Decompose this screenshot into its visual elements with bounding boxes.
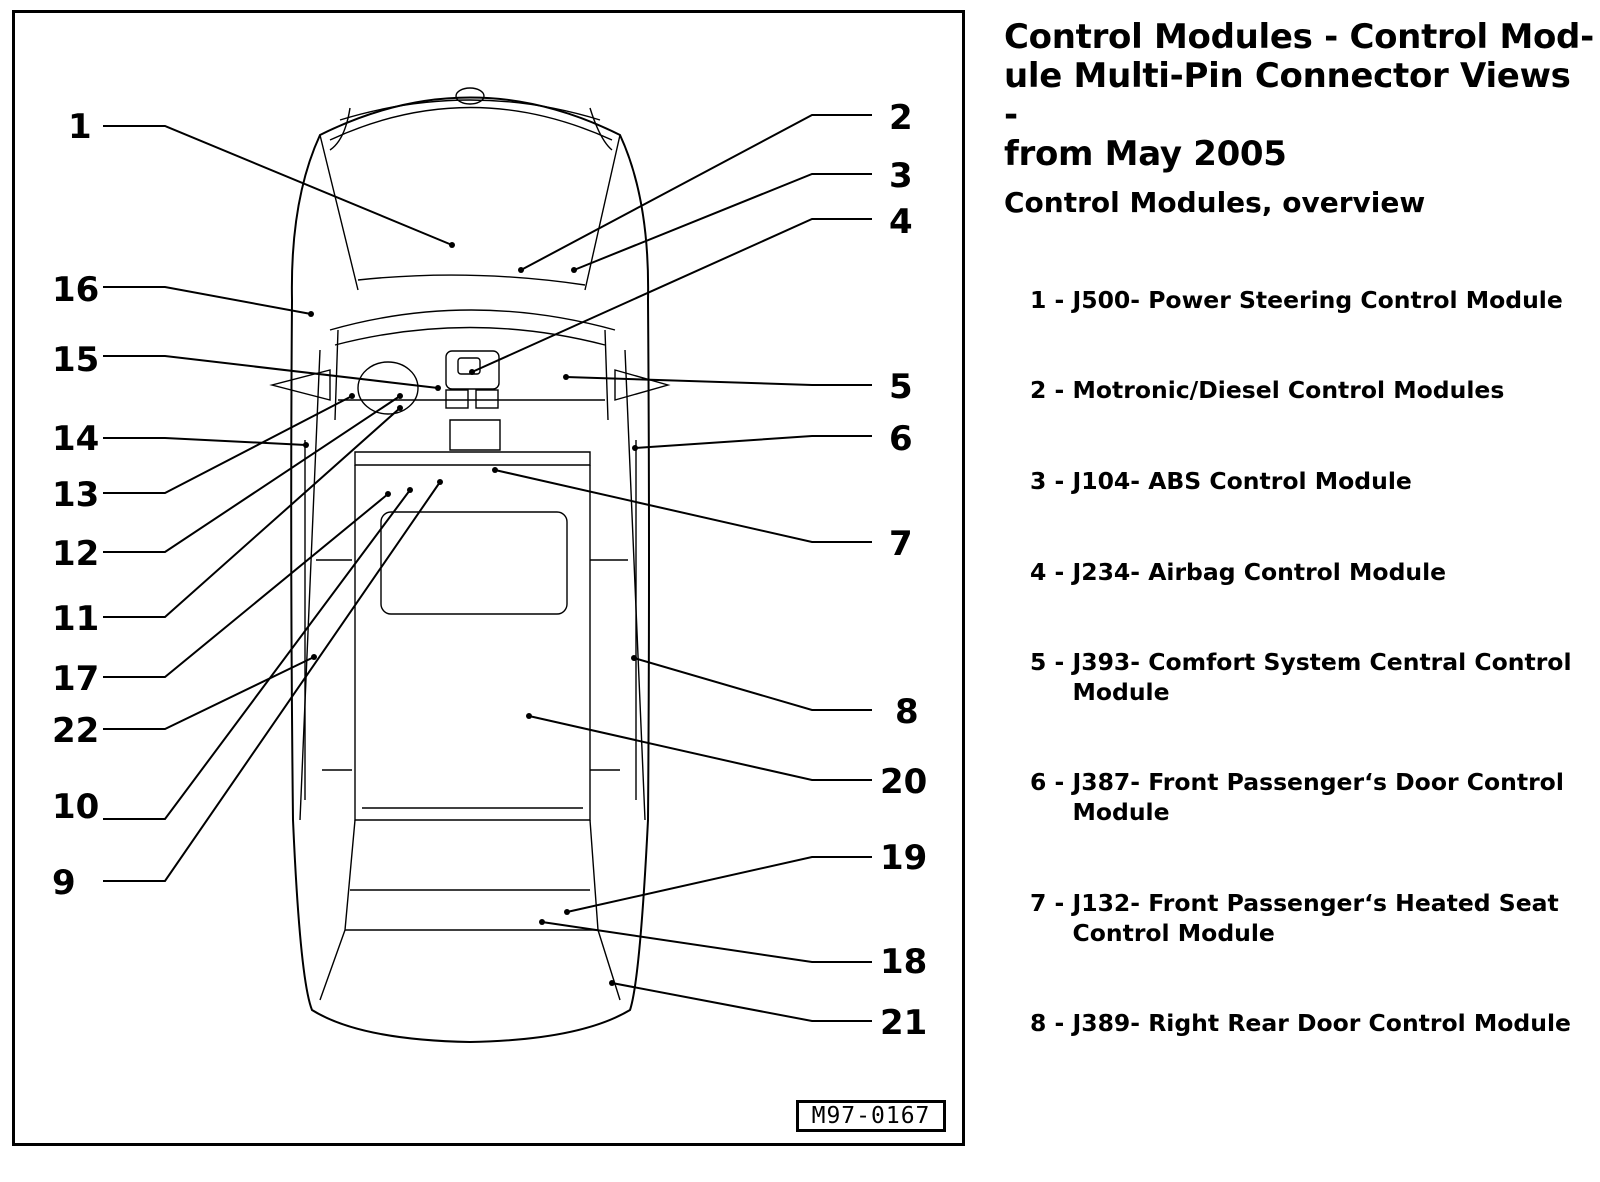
legend-number: 8 - xyxy=(1030,1009,1073,1037)
figure-code: M97-0167 xyxy=(796,1100,946,1132)
legend-item-7: 7 - J132- Front Passenger‘s Heated Seat … xyxy=(1030,888,1590,948)
title-line-2: ule Multi-Pin Connector Views - xyxy=(1004,56,1571,135)
callout-17: 17 xyxy=(52,659,99,699)
callout-10: 10 xyxy=(52,787,99,827)
callout-2: 2 xyxy=(889,98,913,138)
page-title: Control Modules - Control Mod- ule Multi… xyxy=(1004,18,1594,174)
callout-numbers: 1 2 3 4 5 6 7 8 9 10 11 12 13 14 15 16 1… xyxy=(52,98,927,1043)
car-diagram: 1 2 3 4 5 6 7 8 9 10 11 12 13 14 15 16 1… xyxy=(52,87,927,1044)
legend-text: J389- Right Rear Door Control Module xyxy=(1072,1009,1571,1037)
title-line-1: Control Modules - Control Mod- xyxy=(1004,17,1594,57)
callout-3: 3 xyxy=(889,156,913,196)
legend-number: 2 - xyxy=(1030,376,1073,404)
legend-item-4: 4 - J234- Airbag Control Module xyxy=(1030,557,1590,587)
callout-15: 15 xyxy=(52,340,99,380)
sunroof xyxy=(380,511,568,615)
legend-item-5: 5 - J393- Comfort System Central Control… xyxy=(1030,647,1590,707)
callout-20: 20 xyxy=(880,762,927,802)
leader-lines xyxy=(103,114,872,1022)
callout-14: 14 xyxy=(52,419,99,459)
pointer-dots xyxy=(303,242,638,986)
callout-4: 4 xyxy=(889,202,913,242)
callout-16: 16 xyxy=(52,270,99,310)
callout-5: 5 xyxy=(889,367,913,407)
callout-1: 1 xyxy=(68,107,92,147)
legend-text: Motronic/Diesel Control Modules xyxy=(1072,376,1505,404)
legend-item-6: 6 - J387- Front Passenger‘s Door Control… xyxy=(1030,767,1590,827)
callout-9: 9 xyxy=(52,863,76,903)
legend-number: 6 - xyxy=(1030,768,1073,796)
callout-11: 11 xyxy=(52,599,99,639)
callout-19: 19 xyxy=(880,838,927,878)
callout-6: 6 xyxy=(889,419,913,459)
legend-text: J234- Airbag Control Module xyxy=(1072,558,1447,586)
legend-item-8: 8 - J389- Right Rear Door Control Module xyxy=(1030,1008,1590,1038)
diagram-frame xyxy=(12,10,965,1146)
page-subtitle: Control Modules, overview xyxy=(1004,186,1426,219)
legend-text: J393- Comfort System Central Control Mod… xyxy=(1072,648,1572,706)
legend-number: 5 - xyxy=(1030,648,1073,676)
callout-8: 8 xyxy=(895,692,919,732)
header: Control Modules - Control Mod- ule Multi… xyxy=(1004,18,1594,220)
legend-item-1: 1 - J500- Power Steering Control Module xyxy=(1030,285,1590,315)
car-body-outline xyxy=(269,87,671,1044)
legend-number: 1 - xyxy=(1030,286,1073,314)
callout-7: 7 xyxy=(889,524,913,564)
legend-number: 3 - xyxy=(1030,467,1073,495)
legend-item-2: 2 - Motronic/Diesel Control Modules xyxy=(1030,375,1590,405)
callout-12: 12 xyxy=(52,534,99,574)
legend-text: J132- Front Passenger‘s Heated Seat Cont… xyxy=(1072,889,1559,947)
legend-number: 4 - xyxy=(1030,558,1073,586)
legend-item-3: 3 - J104- ABS Control Module xyxy=(1030,466,1590,496)
legend-text: J500- Power Steering Control Module xyxy=(1072,286,1563,314)
callout-18: 18 xyxy=(880,942,927,982)
callout-22: 22 xyxy=(52,711,99,751)
legend-number: 7 - xyxy=(1030,889,1073,917)
legend-text: J387- Front Passenger‘s Door Control Mod… xyxy=(1072,768,1564,826)
callout-21: 21 xyxy=(880,1003,927,1043)
callout-13: 13 xyxy=(52,475,99,515)
legend-text: J104- ABS Control Module xyxy=(1072,467,1412,495)
title-line-3: from May 2005 xyxy=(1004,134,1287,174)
